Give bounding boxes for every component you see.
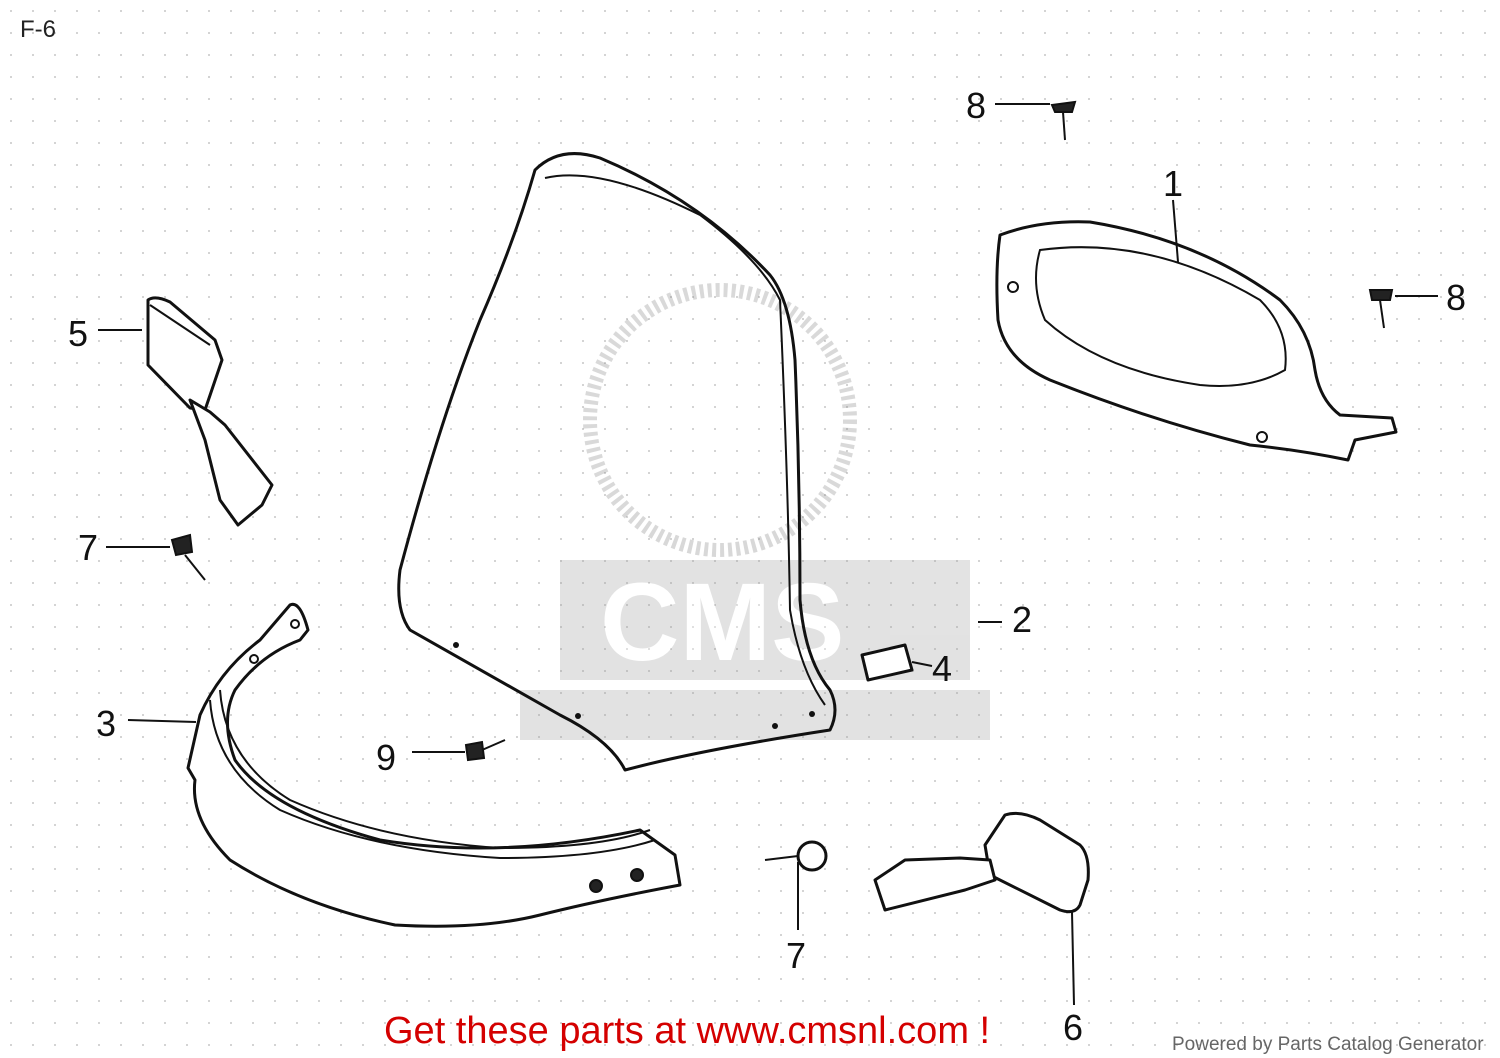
callout-6: 6 xyxy=(1063,1007,1083,1048)
callout-5: 5 xyxy=(68,313,88,354)
screw-9[interactable] xyxy=(464,739,506,762)
screw-8a[interactable] xyxy=(1050,100,1077,141)
get-parts-link[interactable]: Get these parts at www.cmsnl.com ! xyxy=(384,1010,991,1052)
callout-3: 3 xyxy=(96,703,116,744)
grommet-screw-7b[interactable] xyxy=(764,840,828,872)
right-mirror-part[interactable] xyxy=(873,811,1090,914)
callout-4: 4 xyxy=(932,648,952,689)
watermark-logo: CMS xyxy=(520,283,990,740)
callout-1: 1 xyxy=(1163,163,1183,204)
pad-part[interactable] xyxy=(860,643,914,682)
svg-text:CMS: CMS xyxy=(600,561,844,684)
inner-cover-part[interactable] xyxy=(995,220,1398,462)
callout-7-left: 7 xyxy=(78,527,98,568)
leader-lines xyxy=(98,103,1438,1006)
screw-8b[interactable] xyxy=(1368,289,1394,329)
windscreen-part[interactable] xyxy=(397,152,837,772)
callout-8-top: 8 xyxy=(966,85,986,126)
lower-trim-part[interactable] xyxy=(186,602,682,928)
grommet-screw-7a[interactable] xyxy=(170,533,206,581)
callout-7-bottom: 7 xyxy=(786,935,806,976)
callout-2: 2 xyxy=(1012,599,1032,640)
page-code: F-6 xyxy=(20,16,56,43)
callout-9: 9 xyxy=(376,737,396,778)
callout-8-right: 8 xyxy=(1446,277,1466,318)
left-mirror-part[interactable] xyxy=(146,296,274,527)
powered-by-credit: Powered by Parts Catalog Generator xyxy=(1172,1034,1484,1055)
